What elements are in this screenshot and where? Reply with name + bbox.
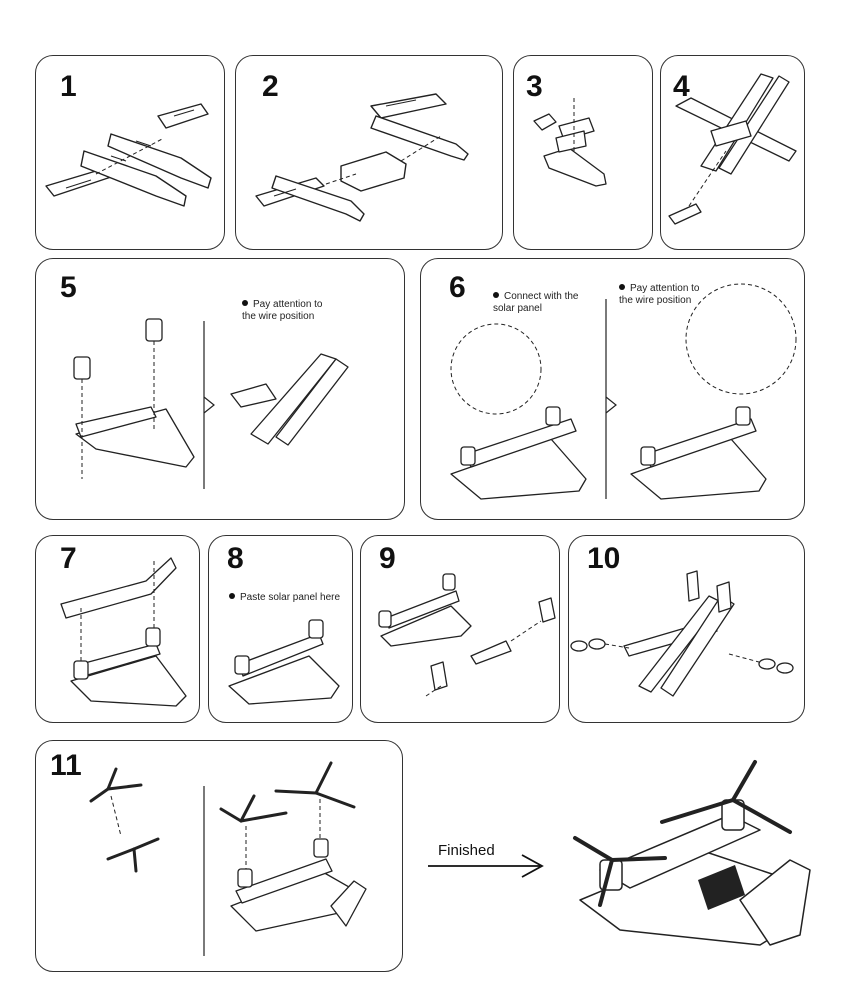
step-5-panel: 5 Pay attention to the wire position bbox=[35, 258, 405, 520]
step-10-panel: 10 bbox=[568, 535, 805, 723]
step-3-illustration bbox=[514, 56, 653, 250]
step-1-panel: 1 bbox=[35, 55, 225, 250]
step-1-illustration bbox=[36, 56, 225, 250]
step-8-illustration bbox=[209, 536, 353, 723]
step-10-illustration bbox=[569, 536, 805, 723]
step-5-illustration bbox=[36, 259, 405, 520]
step-4-panel: 4 bbox=[660, 55, 805, 250]
step-11-panel: 11 bbox=[35, 740, 403, 972]
step-8-panel: 8 Paste solar panel here bbox=[208, 535, 353, 723]
step-9-panel: 9 bbox=[360, 535, 560, 723]
step-4-illustration bbox=[661, 56, 805, 250]
step-2-illustration bbox=[236, 56, 503, 250]
step-11-illustration bbox=[36, 741, 403, 972]
step-6-illustration bbox=[421, 259, 805, 520]
finished-label: Finished bbox=[438, 842, 495, 859]
step-7-panel: 7 bbox=[35, 535, 200, 723]
step-6-panel: 6 Connect with the solar panel Pay atten… bbox=[420, 258, 805, 520]
step-3-panel: 3 bbox=[513, 55, 653, 250]
step-7-illustration bbox=[36, 536, 200, 723]
step-9-illustration bbox=[361, 536, 560, 723]
step-2-panel: 2 bbox=[235, 55, 503, 250]
